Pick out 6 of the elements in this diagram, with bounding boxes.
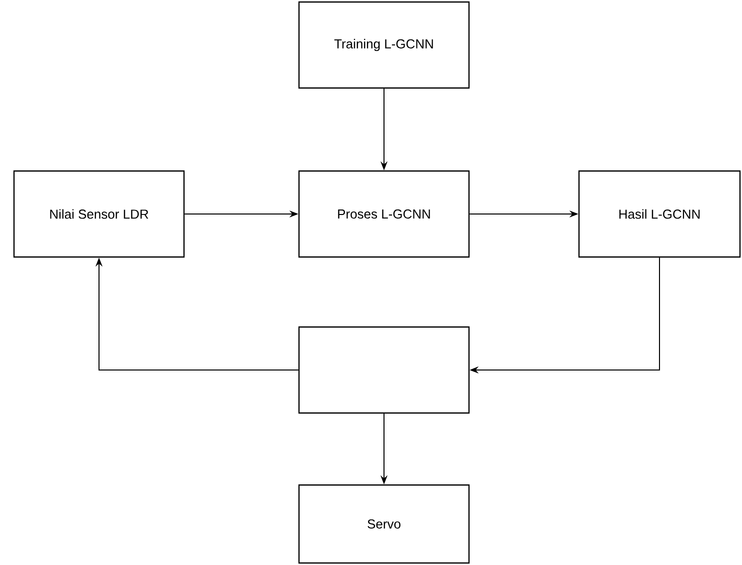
process-box: Servo	[298, 484, 470, 564]
process-box: Hasil L-GCNN	[578, 170, 741, 258]
process-box	[298, 326, 470, 414]
process-box: Nilai Sensor LDR	[13, 170, 185, 258]
process-box: Proses L-GCNN	[298, 170, 470, 258]
process-box: Training L-GCNN	[298, 1, 470, 89]
